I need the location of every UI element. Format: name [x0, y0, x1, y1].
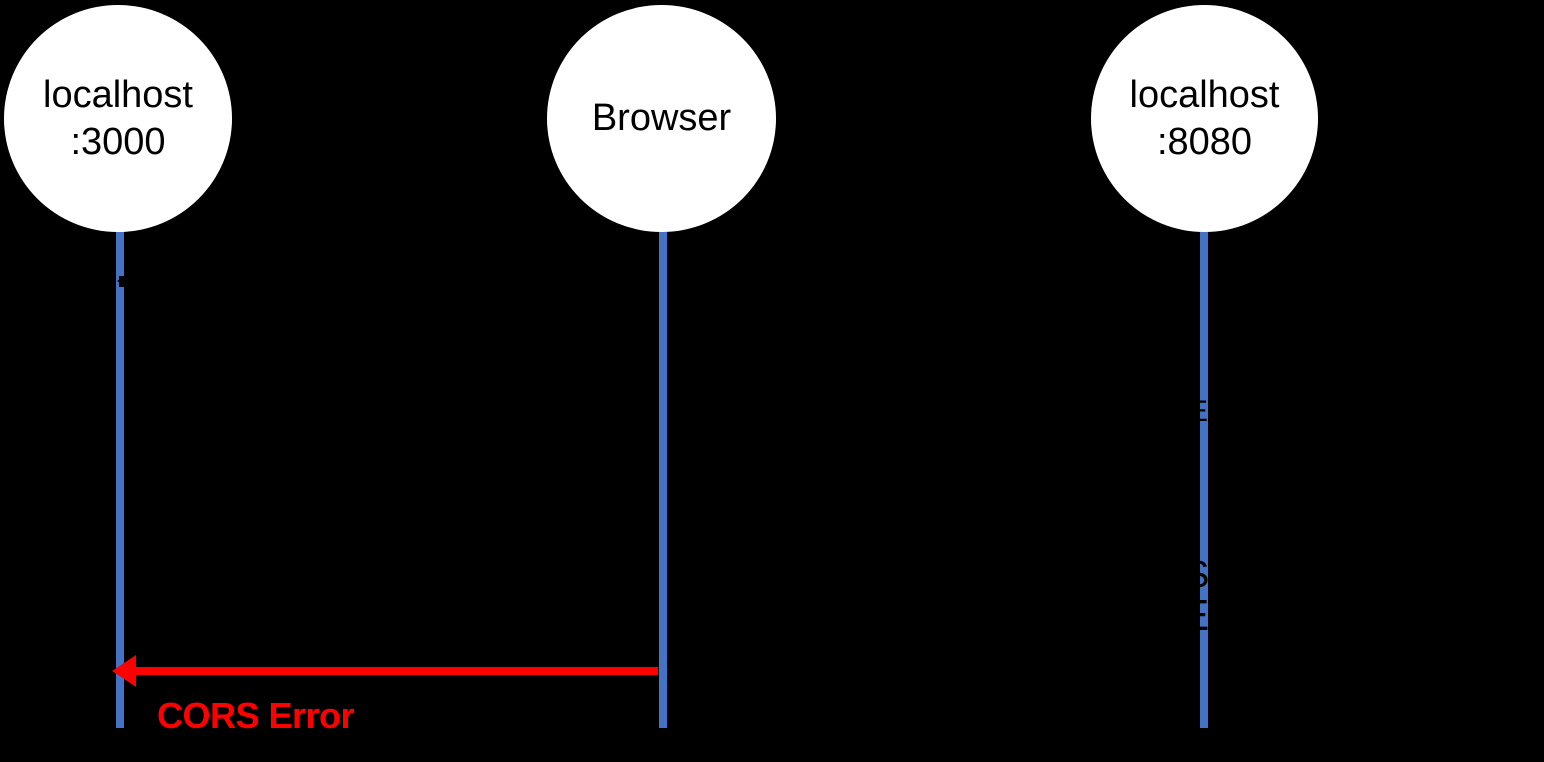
cors-error-arrowhead-icon: [112, 655, 136, 687]
actor-node-localhost-3000: localhost :3000: [4, 5, 232, 232]
lifeline-localhost-3000: [116, 232, 124, 728]
lifeline-localhost-8080: [1200, 232, 1208, 728]
hidden-arrow-shaft: [137, 277, 659, 285]
cors-error-label: CORS Error: [157, 695, 355, 736]
actor-label-localhost-8080: localhost :8080: [1130, 72, 1280, 166]
hidden-glyph-fragment-lower: E: [1180, 591, 1210, 640]
actor-node-browser: Browser: [547, 5, 776, 232]
cors-error-arrow-shaft: [134, 667, 658, 675]
actor-label-browser: Browser: [592, 95, 731, 142]
actor-label-line: localhost: [1129, 73, 1280, 116]
hidden-glyph-fragment-middle: S: [1184, 554, 1210, 596]
actor-label-line: :8080: [1156, 120, 1253, 163]
actor-node-localhost-8080: localhost :8080: [1091, 5, 1318, 232]
actor-label-localhost-3000: localhost :3000: [43, 72, 193, 166]
actor-label-line: :3000: [70, 120, 166, 163]
actor-label-line: localhost: [43, 73, 193, 116]
hidden-arrow-notch: [119, 276, 126, 287]
actor-label-line: Browser: [591, 97, 732, 139]
hidden-arrow-head-icon: [117, 268, 139, 294]
lifeline-browser: [659, 232, 667, 728]
hidden-glyph-fragment-upper: E: [1188, 395, 1209, 428]
